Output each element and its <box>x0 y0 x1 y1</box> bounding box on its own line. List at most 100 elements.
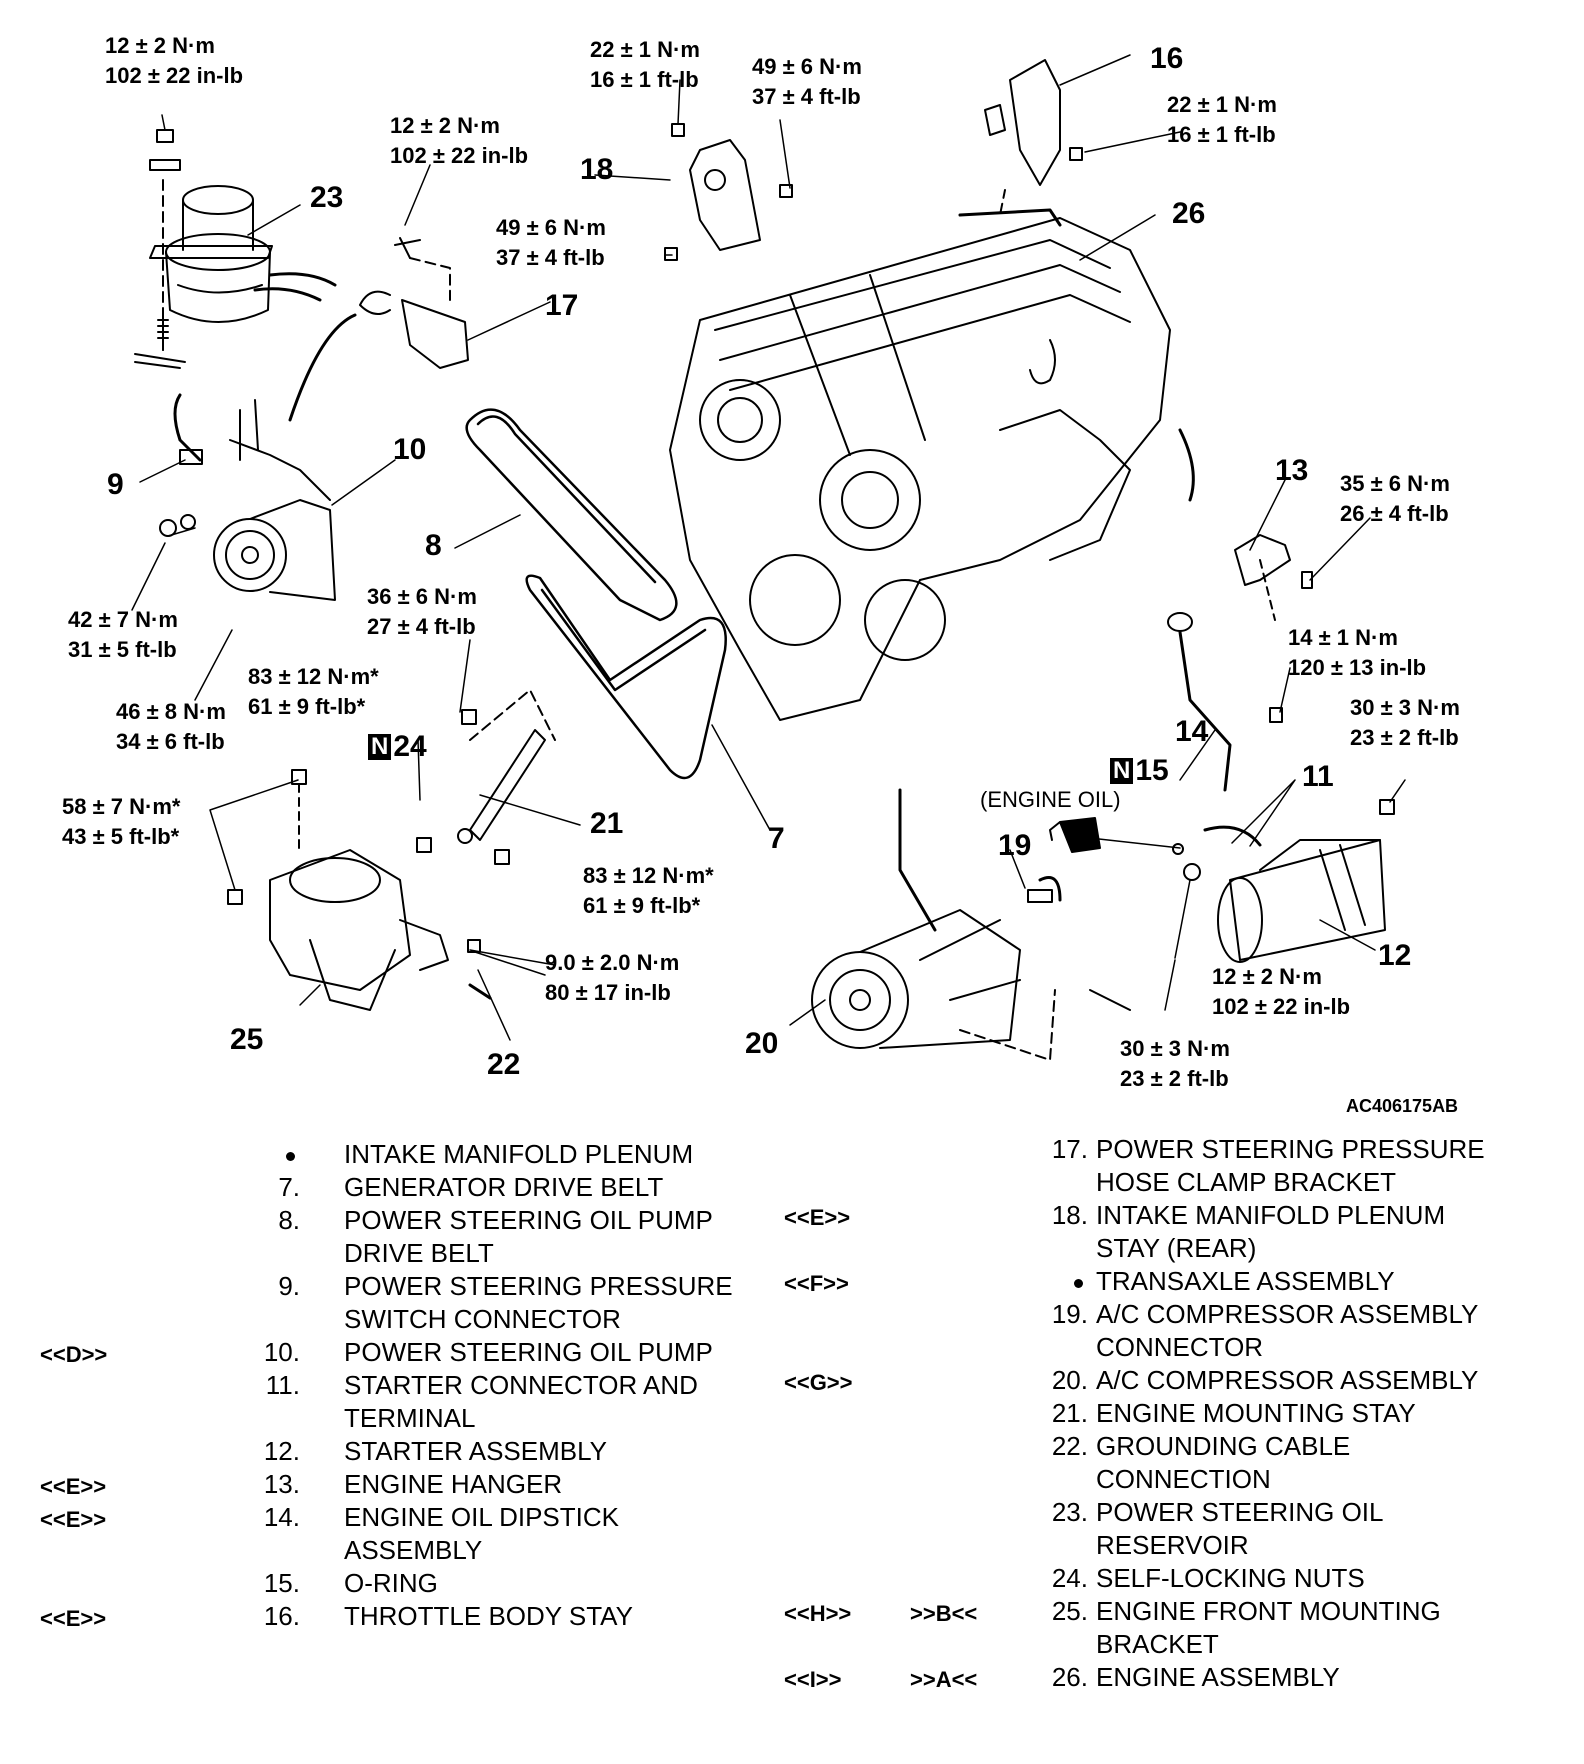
legend-number: 9. <box>278 1271 300 1301</box>
plenum-stay-drawing <box>664 123 793 261</box>
callout-19: 19 <box>998 829 1032 862</box>
legend-text-continued: HOSE CLAMP BRACKET <box>1096 1167 1397 1197</box>
legend-text: INTAKE MANIFOLD PLENUM <box>344 1139 694 1169</box>
procedure-tag: <<F>> <box>784 1271 849 1296</box>
legend-text: O-RING <box>344 1568 438 1598</box>
legend-number: 15. <box>263 1568 300 1598</box>
procedure-tag: <<D>> <box>40 1342 108 1367</box>
legend-text-continued: ASSEMBLY <box>344 1535 483 1565</box>
legend-text-continued: TERMINAL <box>344 1403 476 1433</box>
callout-11: 11 <box>1302 760 1334 793</box>
legend-text: STARTER ASSEMBLY <box>344 1436 607 1466</box>
callout-7: 7 <box>768 822 785 855</box>
legend-text: ENGINE MOUNTING STAY <box>1096 1398 1416 1428</box>
callout-14: 14 <box>1175 715 1209 748</box>
legend-text: TRANSAXLE ASSEMBLY <box>1096 1266 1395 1296</box>
procedure-tag: <<E>> <box>784 1205 851 1230</box>
figure-id: AC406175AB <box>1346 1096 1459 1116</box>
starter-drawing <box>1183 799 1395 963</box>
new-part-badge: N <box>368 734 392 760</box>
ac-compressor-drawing <box>811 788 1131 1061</box>
legend-text-continued: DRIVE BELT <box>344 1238 494 1268</box>
hose-clamp-bracket-drawing <box>288 237 469 422</box>
legend-number: 11. <box>265 1370 300 1400</box>
legend-number: 16. <box>263 1601 300 1631</box>
legend-number: 24. <box>1051 1563 1088 1593</box>
legend-number: 17. <box>1051 1134 1088 1164</box>
torque-spec: 58 ± 7 N·m*43 ± 5 ft-lb* <box>62 794 181 849</box>
legend-text-continued: CONNECTOR <box>1096 1332 1264 1362</box>
new-part-badge: N <box>1110 758 1134 784</box>
legend-text-continued: STAY (REAR) <box>1096 1233 1257 1263</box>
callout-8: 8 <box>425 529 442 562</box>
legend-text: POWER STEERING OIL PUMP <box>344 1337 713 1367</box>
legend-number: 19. <box>1051 1299 1088 1329</box>
torque-spec: 83 ± 12 N·m*61 ± 9 ft-lb* <box>248 664 379 719</box>
legend-text: POWER STEERING PRESSURE <box>1096 1134 1485 1164</box>
callout-22: 22 <box>487 1048 521 1081</box>
throttle-body-stay-drawing <box>984 59 1083 216</box>
legend-text: A/C COMPRESSOR ASSEMBLY <box>1096 1365 1479 1395</box>
procedure-tag: <<I>> <box>784 1667 842 1692</box>
legend-text: POWER STEERING OIL <box>1096 1497 1384 1527</box>
callout-10: 10 <box>393 433 427 466</box>
legend-number: 10. <box>263 1337 300 1367</box>
procedure-tag: <<G>> <box>784 1370 853 1395</box>
callout-20: 20 <box>745 1027 779 1060</box>
legend-text-continued: CONNECTION <box>1096 1464 1271 1494</box>
callout-13: 13 <box>1275 454 1309 487</box>
parts-legend-left: INTAKE MANIFOLD PLENUM 7. GENERATOR DRIVE … <box>0 1138 780 1658</box>
procedure-tag: <<H>> <box>784 1601 852 1626</box>
callout-9: 9 <box>107 468 124 501</box>
procedure-tag: <<E>> <box>40 1507 107 1532</box>
legend-text-continued: RESERVOIR <box>1096 1530 1249 1560</box>
procedure-tag: <<E>> <box>40 1606 107 1631</box>
legend-number: 8. <box>278 1205 300 1235</box>
legend-text: POWER STEERING PRESSURE <box>344 1271 733 1301</box>
legend-number: 25. <box>1051 1596 1088 1626</box>
legend-text: SELF-LOCKING NUTS <box>1096 1563 1365 1593</box>
drive-belts-drawing <box>465 408 727 780</box>
legend-number: 7. <box>278 1172 300 1202</box>
installation-tag: >>A<< <box>910 1667 978 1692</box>
callout-21: 21 <box>590 807 624 840</box>
legend-number: 14. <box>263 1502 300 1532</box>
legend-number: 13. <box>263 1469 300 1499</box>
legend-text: GENERATOR DRIVE BELT <box>344 1172 664 1202</box>
callout-25: 25 <box>230 1023 264 1056</box>
callout-18: 18 <box>580 153 614 186</box>
legend-number: 20. <box>1051 1365 1088 1395</box>
legend-text: INTAKE MANIFOLD PLENUM <box>1096 1200 1446 1230</box>
oil-can-icon <box>1049 817 1184 855</box>
installation-tag: >>B<< <box>910 1601 978 1626</box>
legend-text: ENGINE ASSEMBLY <box>1096 1662 1340 1692</box>
legend-text-continued: BRACKET <box>1096 1629 1219 1659</box>
legend-text: ENGINE HANGER <box>344 1469 563 1499</box>
torque-spec: 83 ± 12 N·m*61 ± 9 ft-lb* <box>583 863 714 918</box>
legend-number: 26. <box>1051 1662 1088 1692</box>
power-steering-reservoir-drawing <box>134 129 337 369</box>
legend-number: 23. <box>1051 1497 1088 1527</box>
callout-26: 26 <box>1172 197 1206 230</box>
callout-16: 16 <box>1150 42 1184 75</box>
dipstick-drawing <box>1167 612 1283 792</box>
legend-text: POWER STEERING OIL PUMP <box>344 1205 713 1235</box>
bullet-icon <box>1074 1279 1083 1288</box>
power-steering-pump-drawing <box>159 393 336 601</box>
legend-text-continued: SWITCH CONNECTOR <box>344 1304 621 1334</box>
